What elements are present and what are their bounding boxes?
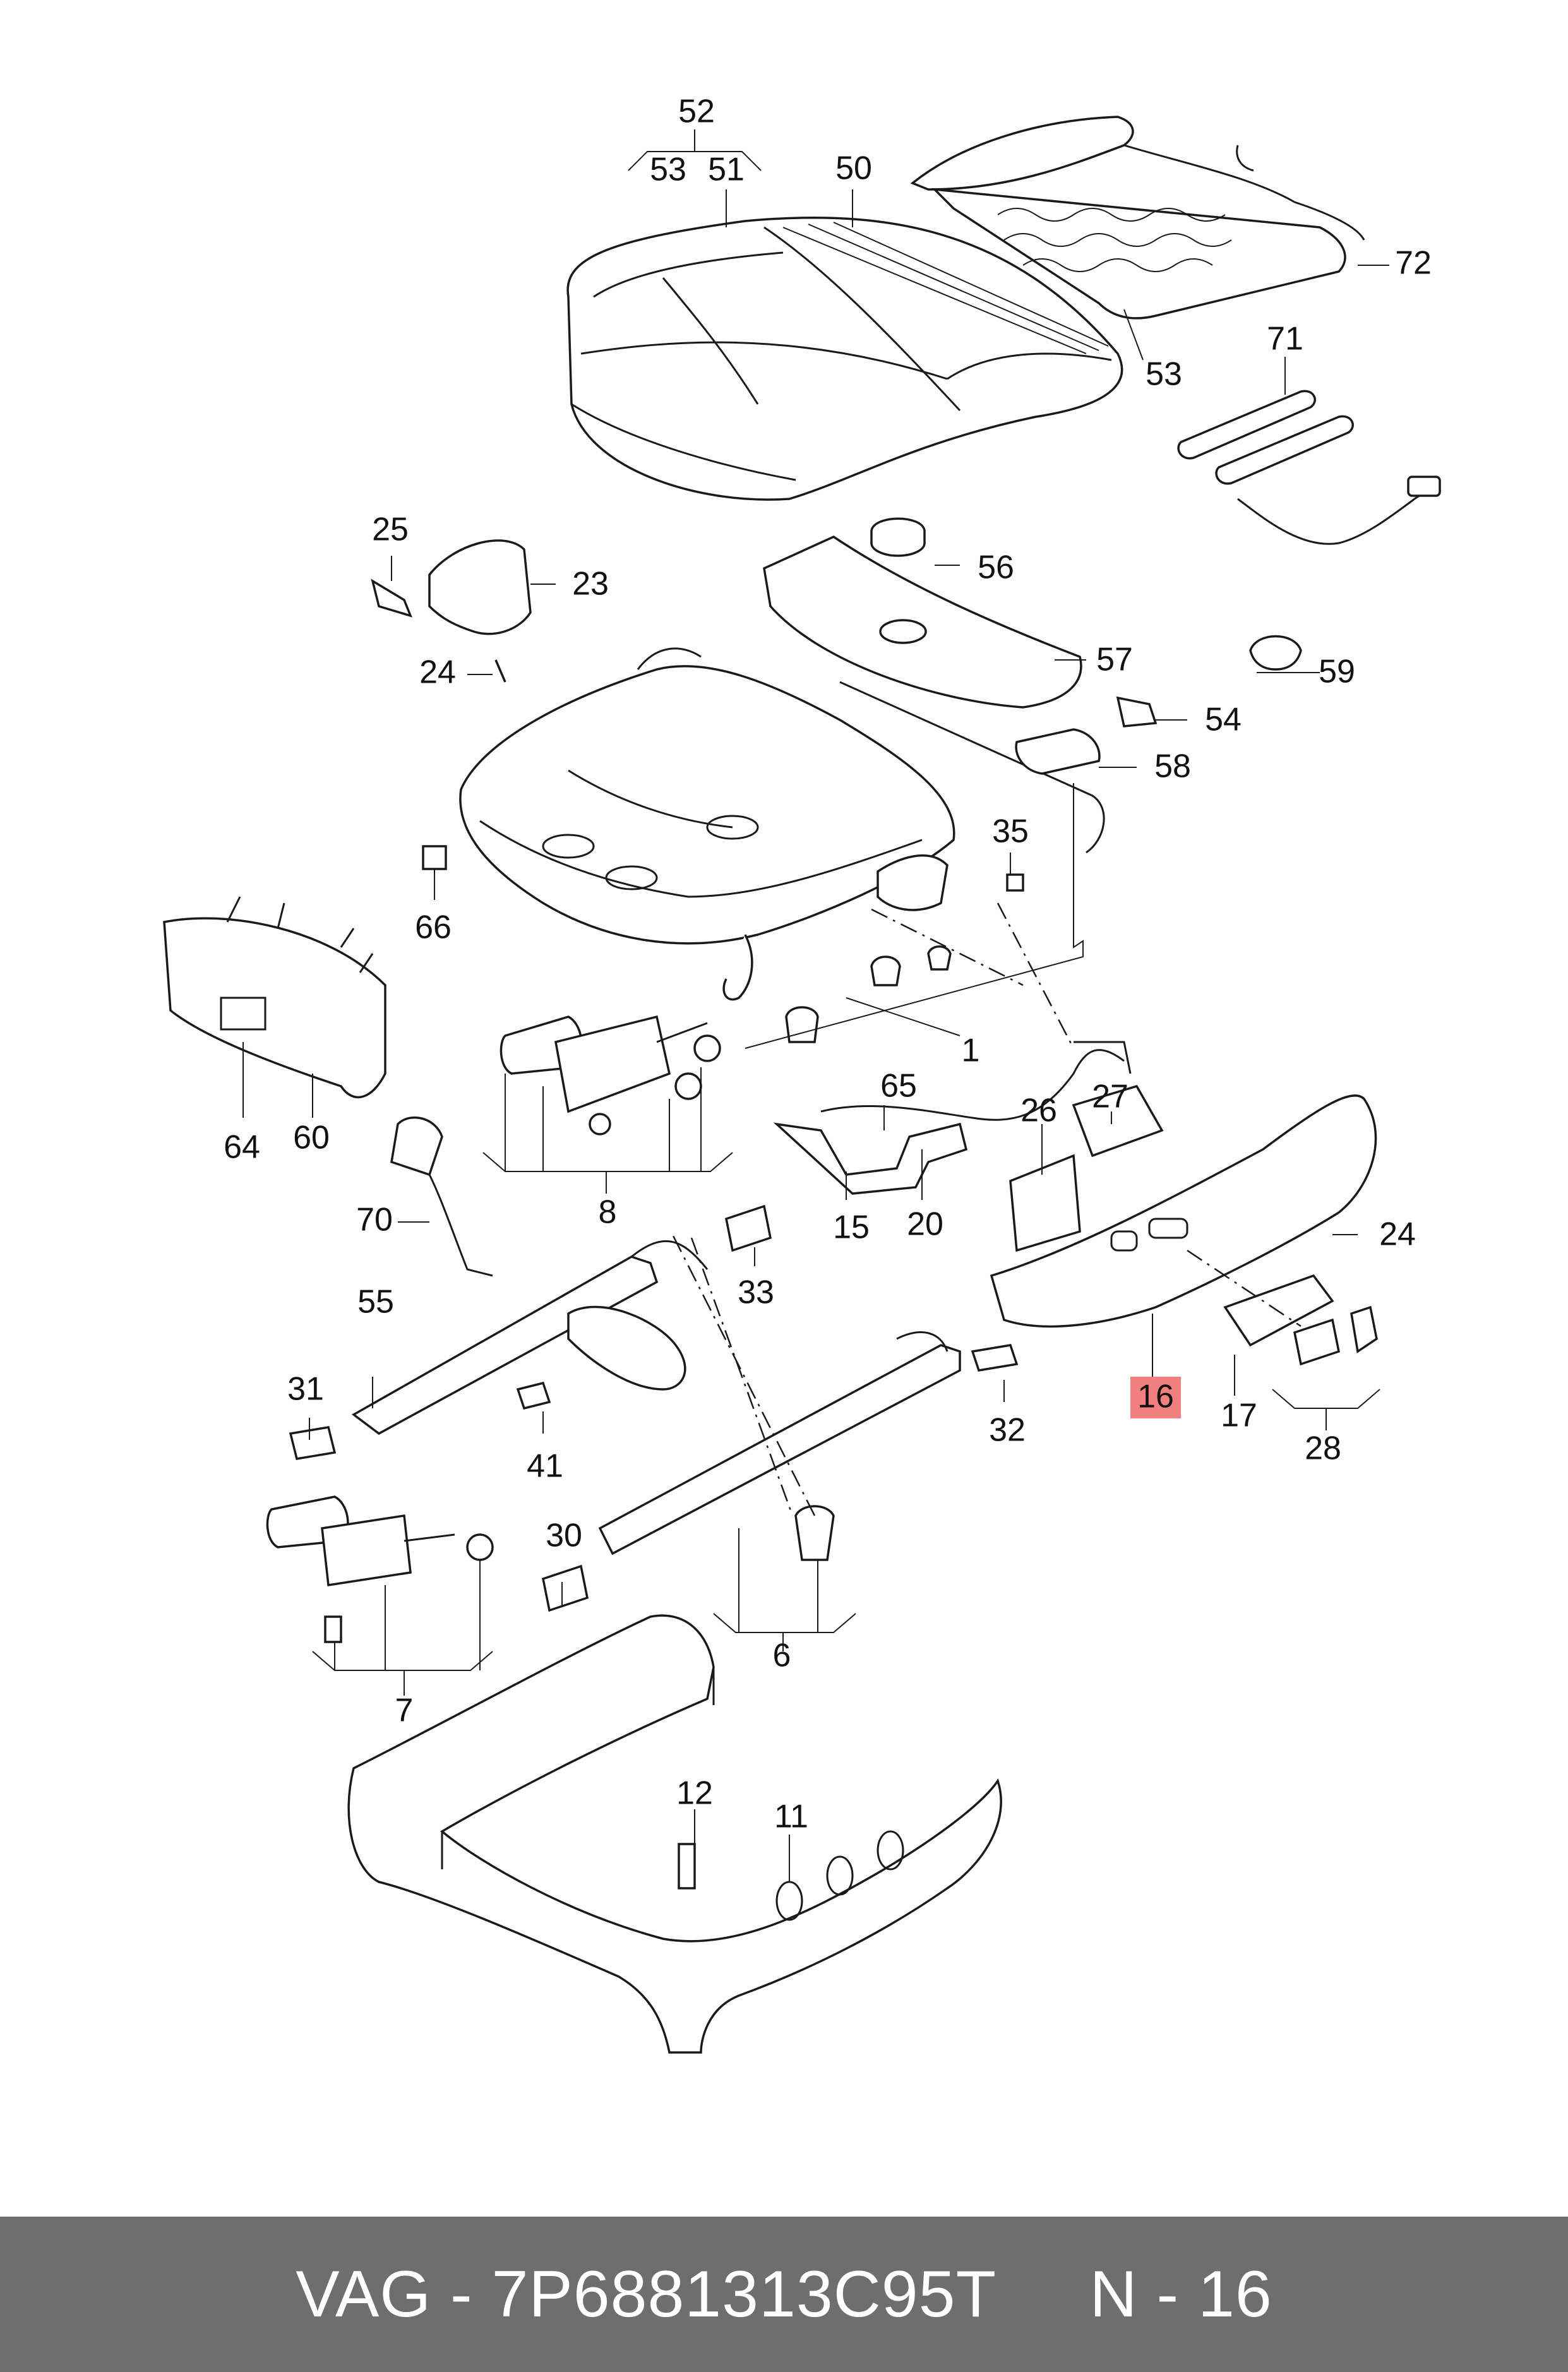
callout-20: 20 (907, 1206, 943, 1243)
wiring-bracket-drawing (390, 1041, 1132, 1277)
callout-7: 7 (395, 1692, 414, 1729)
callout-51: 51 (708, 152, 745, 188)
callout-35: 35 (992, 813, 1029, 850)
callout-52: 52 (678, 93, 715, 130)
callout-58: 58 (1154, 748, 1191, 785)
side-trim-drawing (163, 896, 386, 1099)
callout-53-right: 53 (1146, 356, 1182, 393)
callout-31: 31 (287, 1371, 324, 1408)
part-number-text: VAG - 7P6881313C95T N - 16 (296, 2257, 1272, 2331)
callout-56: 56 (978, 549, 1014, 586)
callout-6: 6 (773, 1638, 791, 1674)
callout-12: 12 (676, 1775, 713, 1812)
seat-exploded-parts-diagram: 52 53 51 50 72 53 71 25 23 24 56 57 59 5… (163, 93, 1441, 2054)
callout-1: 1 (962, 1033, 980, 1069)
small-fasteners-drawing (422, 635, 1302, 1043)
callout-16: 16 (1137, 1379, 1174, 1415)
callout-57: 57 (1096, 642, 1133, 678)
callout-26: 26 (1020, 1093, 1057, 1129)
callout-64: 64 (224, 1129, 260, 1166)
callout-24-right: 24 (1379, 1216, 1416, 1253)
callout-24-left: 24 (419, 654, 456, 691)
callout-66: 66 (415, 909, 452, 946)
fore-aft-motor-drawing (266, 1495, 589, 1643)
callout-60: 60 (293, 1120, 330, 1156)
callout-30: 30 (546, 1518, 582, 1554)
callout-27: 27 (1092, 1079, 1128, 1115)
side-panel-drawing (990, 1084, 1378, 1366)
callout-53-top: 53 (650, 152, 686, 188)
seat-base-frame-drawing (347, 1614, 1002, 2054)
callout-41: 41 (527, 1448, 563, 1485)
callout-17: 17 (1221, 1398, 1257, 1434)
callout-33: 33 (738, 1274, 774, 1311)
callout-65: 65 (880, 1068, 917, 1105)
callout-54: 54 (1205, 702, 1242, 738)
leader-lines (242, 129, 1389, 1882)
callout-70: 70 (356, 1202, 393, 1238)
callout-8: 8 (599, 1194, 617, 1231)
callout-50: 50 (835, 150, 872, 187)
seat-pan-cover-drawing (763, 517, 1082, 709)
callout-59: 59 (1319, 654, 1355, 690)
callout-labels: 52 53 51 50 72 53 71 25 23 24 56 57 59 5… (224, 93, 1432, 1835)
seat-cushion-drawing (566, 217, 1123, 501)
seat-rails-drawing (289, 1204, 1019, 1561)
callout-72: 72 (1395, 245, 1432, 282)
callout-32: 32 (989, 1412, 1026, 1449)
callout-23: 23 (572, 566, 609, 602)
lever-cover-drawing (371, 539, 532, 683)
callout-11: 11 (774, 1799, 808, 1835)
callout-55: 55 (357, 1284, 394, 1321)
seat-frame-drawing (459, 647, 1105, 1001)
callout-71: 71 (1267, 321, 1303, 357)
callout-28: 28 (1305, 1430, 1341, 1467)
highlight-box-16 (1130, 1377, 1181, 1418)
heating-mat-drawing (910, 116, 1365, 320)
part-number-footer: VAG - 7P6881313C95T N - 16 (0, 2217, 1568, 2372)
callout-15: 15 (833, 1209, 870, 1246)
callout-25: 25 (372, 512, 409, 548)
height-adjust-motor-drawing (500, 1015, 721, 1135)
occupant-sensor-mat-drawing (1177, 390, 1441, 545)
